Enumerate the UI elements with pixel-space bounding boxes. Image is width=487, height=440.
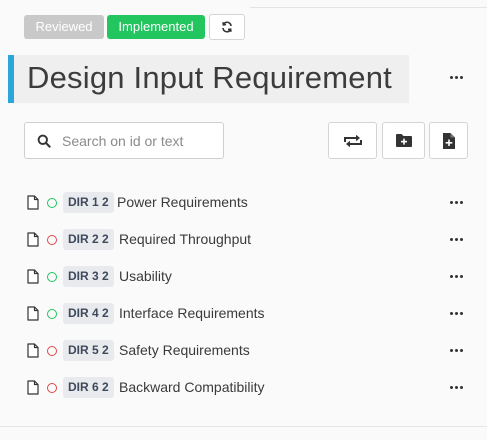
- requirement-title[interactable]: Usability: [119, 268, 172, 284]
- requirement-id-badge: DIR 4 2: [63, 303, 114, 324]
- more-horizontal-icon: [449, 348, 463, 352]
- add-file-button[interactable]: [429, 122, 468, 159]
- more-horizontal-icon: [449, 75, 463, 79]
- search-input[interactable]: [62, 132, 212, 149]
- status-indicator-icon: [47, 235, 57, 245]
- requirement-title[interactable]: Backward Compatibility: [119, 379, 265, 395]
- document-icon: [27, 343, 39, 358]
- row-more-button[interactable]: [448, 271, 464, 281]
- document-icon: [27, 269, 39, 284]
- search-box: [24, 122, 224, 159]
- requirement-id-badge: DIR 2 2: [63, 229, 114, 250]
- requirement-id-badge: DIR 5 2: [63, 340, 114, 361]
- more-horizontal-icon: [449, 274, 463, 278]
- requirement-row[interactable]: DIR 4 2 Interface Requirements: [0, 295, 487, 332]
- add-folder-button[interactable]: [382, 122, 425, 159]
- requirement-id-badge: DIR 6 2: [63, 377, 114, 398]
- file-plus-icon: [442, 132, 455, 149]
- requirement-title[interactable]: Required Throughput: [119, 231, 252, 247]
- status-indicator-icon: [47, 346, 57, 356]
- header-more-button[interactable]: [447, 70, 465, 84]
- requirement-row[interactable]: DIR 2 2 Required Throughput: [0, 221, 487, 258]
- top-divider: [250, 7, 487, 8]
- requirement-row[interactable]: DIR 5 2 Safety Requirements: [0, 332, 487, 369]
- requirement-id-badge: DIR 1 2: [63, 192, 114, 213]
- status-indicator-icon: [47, 383, 57, 393]
- document-icon: [27, 306, 39, 321]
- document-icon: [27, 195, 39, 210]
- implemented-status-pill[interactable]: Implemented: [107, 15, 205, 39]
- status-indicator-icon: [47, 272, 57, 282]
- status-indicator-icon: [47, 198, 57, 208]
- row-more-button[interactable]: [448, 308, 464, 318]
- document-icon: [27, 380, 39, 395]
- header-accent-bar: [8, 55, 14, 103]
- requirement-title[interactable]: Safety Requirements: [119, 342, 250, 358]
- row-more-button[interactable]: [448, 382, 464, 392]
- requirement-id-badge: DIR 3 2: [63, 266, 114, 287]
- more-horizontal-icon: [449, 237, 463, 241]
- search-icon: [37, 134, 51, 148]
- page-title: Design Input Requirement: [27, 60, 392, 95]
- row-more-button[interactable]: [448, 345, 464, 355]
- row-more-button[interactable]: [448, 234, 464, 244]
- more-horizontal-icon: [449, 311, 463, 315]
- requirement-title[interactable]: Power Requirements: [117, 194, 248, 210]
- document-icon: [27, 232, 39, 247]
- reviewed-status-pill[interactable]: Reviewed: [24, 15, 104, 39]
- requirement-row[interactable]: DIR 3 2 Usability: [0, 258, 487, 295]
- requirement-row[interactable]: DIR 6 2 Backward Compatibility: [0, 369, 487, 406]
- swap-arrows-icon: [343, 134, 362, 147]
- more-horizontal-icon: [449, 200, 463, 204]
- more-horizontal-icon: [449, 385, 463, 389]
- page-header: Design Input Requirement: [8, 55, 409, 103]
- toggle-view-button[interactable]: [328, 122, 377, 159]
- row-more-button[interactable]: [448, 197, 464, 207]
- requirement-title[interactable]: Interface Requirements: [119, 305, 265, 321]
- folder-plus-icon: [395, 134, 412, 147]
- status-indicator-icon: [47, 309, 57, 319]
- refresh-icon: [222, 21, 232, 33]
- refresh-button[interactable]: [209, 14, 245, 40]
- bottom-divider: [0, 426, 487, 427]
